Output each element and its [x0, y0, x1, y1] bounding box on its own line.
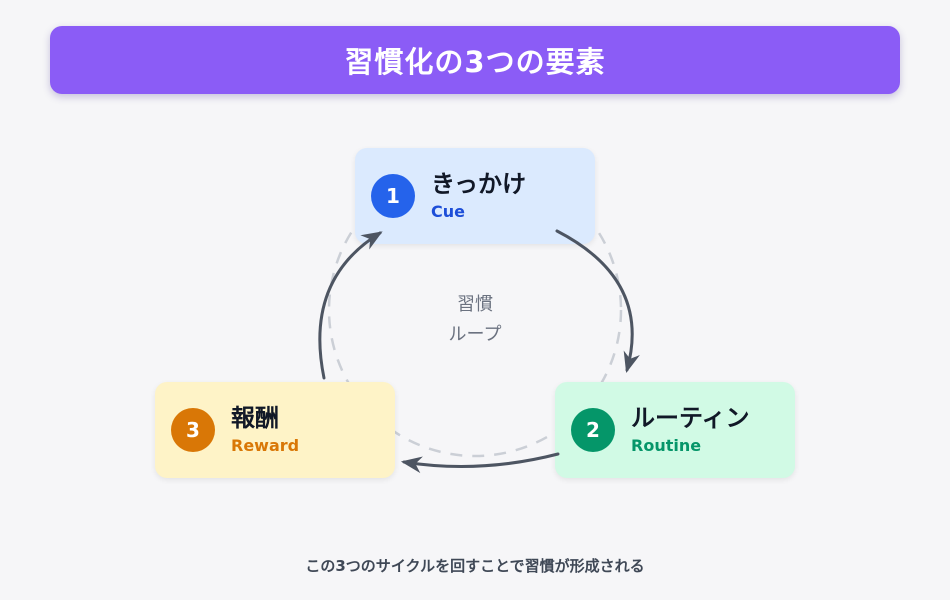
- diagram-header: 習慣化の3つの要素: [50, 26, 900, 94]
- loop-label-line2: ループ: [448, 324, 502, 345]
- arrow-routine-to-reward: [400, 452, 560, 474]
- reward-subtitle: Reward: [231, 435, 300, 455]
- page-title: 習慣化の3つの要素: [344, 45, 606, 79]
- reward-title: 報酬: [231, 404, 279, 433]
- loop-center-label: 習慣 ループ: [375, 290, 575, 350]
- routine-number-badge: 2: [571, 408, 615, 452]
- node-reward: 3 報酬 Reward: [155, 382, 395, 478]
- arrow-reward-to-cue: [318, 231, 383, 380]
- cue-number-badge: 1: [371, 174, 415, 218]
- loop-label-line1: 習慣: [457, 294, 493, 315]
- diagram-caption: この3つのサイクルを回すことで習慣が形成される: [305, 557, 645, 575]
- cue-subtitle: Cue: [431, 201, 465, 221]
- reward-number-badge: 3: [171, 408, 215, 452]
- routine-title: ルーティン: [631, 404, 750, 433]
- node-cue: 1 きっかけ Cue: [355, 148, 595, 244]
- cue-title: きっかけ: [431, 170, 527, 199]
- routine-subtitle: Routine: [631, 435, 702, 455]
- node-routine: 2 ルーティン Routine: [555, 382, 795, 478]
